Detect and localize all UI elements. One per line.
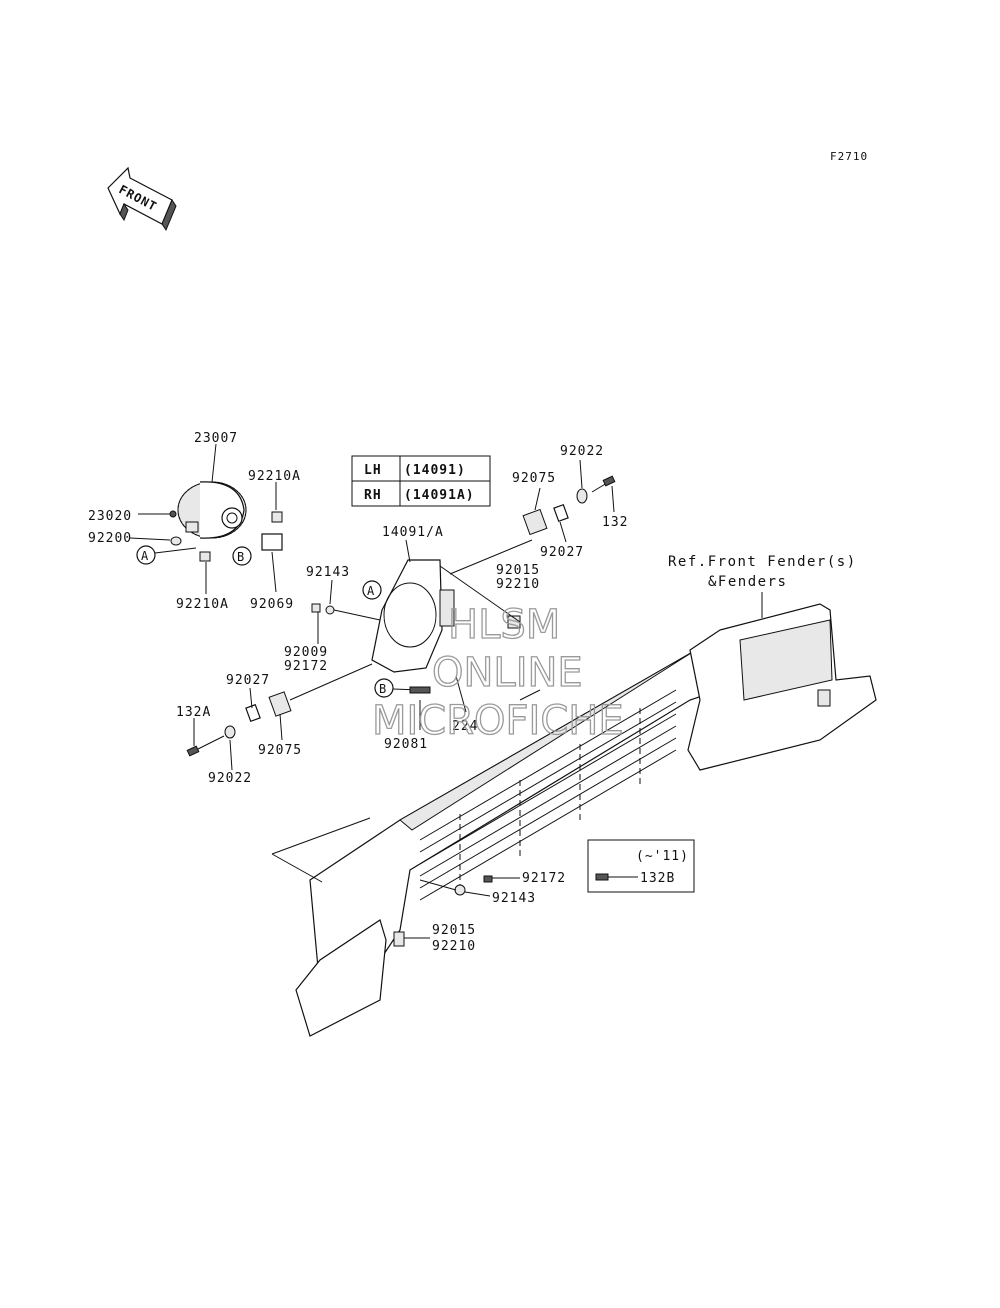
part-label: 92015 [432,923,476,938]
part-label: 23020 [88,509,132,524]
part-label: 92015 [496,563,540,578]
part-label: 132 [602,515,628,530]
part-label: 92210A [176,597,229,612]
callout-a-left: A [136,545,156,565]
variant-label: (~'11) [636,849,689,864]
variant-box: (~'11) 132B [587,839,695,893]
part-label: 92200 [88,531,132,546]
svg-text:A: A [367,584,375,598]
part-label: 92027 [226,673,270,688]
grille-slats [419,689,677,901]
reference-note-line1: Ref.Front Fender(s) [668,554,857,570]
front-grille-panel [271,639,721,1037]
watermark-line2: ONLINE [432,650,583,696]
side-table: LH (14091) RH (14091A) [351,455,491,507]
callout-a-bracket: A [362,580,382,600]
part-label: 92027 [540,545,584,560]
reference-note-line2: &Fenders [708,574,787,590]
part-label: 92022 [560,444,604,459]
part-labels: 23007 23020 92200 92210A 92210A 92069 14… [88,431,628,954]
svg-text:B: B [237,550,245,564]
callout-b-left: B [232,546,252,566]
headlight-bracket [371,539,533,673]
part-label: 92075 [258,743,302,758]
watermark-line3: MICROFICHE [372,698,624,744]
callout-b-bracket: B [374,678,394,698]
part-label: 92143 [492,891,536,906]
table-part-rh: (14091A) [404,488,475,503]
headlight-assembly [129,443,283,594]
front-direction-arrow-icon: FRONT [107,166,177,232]
part-label: 23007 [194,431,238,446]
part-label: 92022 [208,771,252,786]
part-label: 14091/A [382,525,444,540]
part-label: 92210 [432,939,476,954]
part-label: 92210A [248,469,301,484]
table-part-lh: (14091) [404,463,466,478]
right-hardware [522,459,616,543]
lower-hardware [393,875,520,947]
table-side-lh: LH [364,463,382,478]
part-label: 224 [452,719,478,734]
part-label: 92075 [512,471,556,486]
part-label: 92210 [496,577,540,592]
part-label: 92172 [522,871,566,886]
svg-text:B: B [379,682,387,696]
part-label: 92081 [384,737,428,752]
front-fender-reference [687,592,877,771]
table-side-rh: RH [364,488,382,503]
part-label: 92172 [284,659,328,674]
left-hardware [186,663,373,771]
part-label: 92143 [306,565,350,580]
variant-part: 132B [640,871,675,886]
figure-code: F2710 [830,150,868,163]
watermark-line1: HLSM [448,602,560,648]
watermark: HLSM ONLINE MICROFICHE [371,601,624,744]
part-label: 92009 [284,645,328,660]
part-label: 92069 [250,597,294,612]
svg-text:A: A [141,549,149,563]
part-label: 132A [176,705,211,720]
